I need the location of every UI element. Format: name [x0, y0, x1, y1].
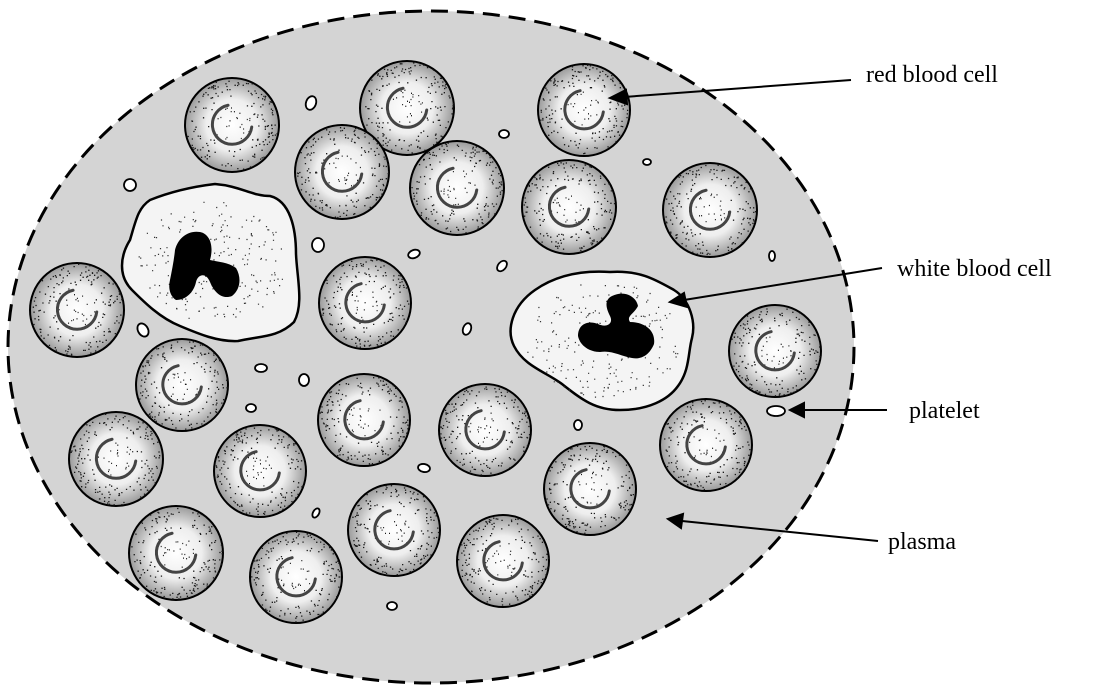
red-blood-cell: [544, 443, 636, 535]
red-blood-cell: [136, 339, 228, 431]
red-blood-cell: [185, 78, 279, 172]
red-blood-cell: [660, 399, 752, 491]
red-blood-cell: [410, 141, 504, 235]
red-blood-cell-label: red blood cell: [866, 62, 998, 88]
red-blood-cell: [30, 263, 124, 357]
platelet: [255, 364, 267, 372]
platelet: [312, 238, 324, 252]
red-blood-cell: [522, 160, 616, 254]
red-blood-cell: [295, 125, 389, 219]
white-blood-cell-label: white blood cell: [897, 256, 1052, 282]
platelet: [299, 374, 309, 386]
platelet: [499, 130, 509, 138]
red-blood-cell: [319, 257, 411, 349]
platelet: [246, 404, 256, 412]
red-blood-cell: [318, 374, 410, 466]
platelet-label: platelet: [909, 398, 980, 424]
platelet: [767, 406, 785, 416]
red-blood-cell: [663, 163, 757, 257]
red-blood-cell: [129, 506, 223, 600]
red-blood-cell: [538, 64, 630, 156]
platelet: [387, 602, 397, 610]
red-blood-cell: [348, 484, 440, 576]
red-blood-cell: [69, 412, 163, 506]
red-blood-cell: [729, 305, 821, 397]
red-blood-cell: [214, 425, 306, 517]
red-blood-cell: [457, 515, 549, 607]
platelet: [643, 159, 651, 165]
red-blood-cell: [250, 531, 342, 623]
platelet: [574, 420, 582, 430]
plasma-label: plasma: [888, 529, 956, 555]
red-blood-cell: [439, 384, 531, 476]
platelet: [769, 251, 775, 261]
